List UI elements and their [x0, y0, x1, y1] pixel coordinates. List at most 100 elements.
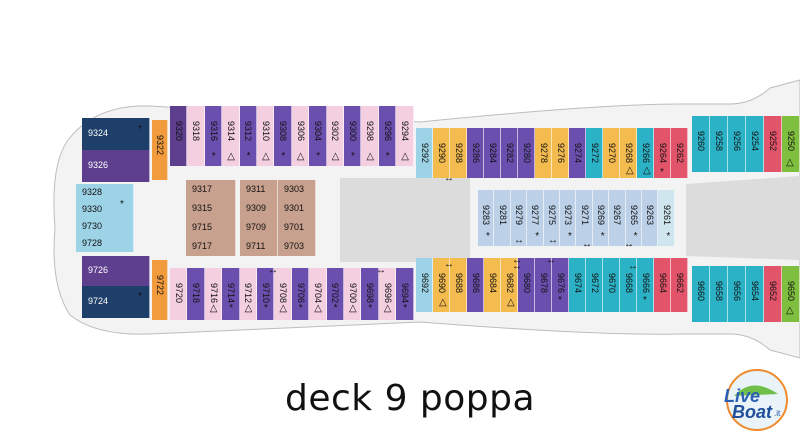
cabin-9670[interactable] — [603, 258, 620, 312]
cabin-9320[interactable] — [170, 106, 188, 166]
cabin-9306[interactable] — [291, 106, 310, 166]
cabin-9269[interactable] — [592, 190, 610, 246]
cabin-9272[interactable] — [586, 128, 603, 178]
cabin-9662[interactable] — [671, 258, 688, 312]
cabin-9298[interactable] — [361, 106, 379, 166]
cabin-9328[interactable] — [76, 184, 134, 201]
cabin-9294[interactable] — [396, 106, 414, 166]
cabin-9709[interactable] — [240, 218, 278, 237]
cabin-9704[interactable] — [309, 268, 327, 320]
cabin-9275[interactable] — [543, 190, 560, 246]
cabin-9696[interactable] — [378, 268, 397, 320]
cabin-9315[interactable] — [186, 199, 236, 218]
cabin-9714[interactable] — [222, 268, 240, 320]
cabin-9706[interactable] — [291, 268, 310, 320]
cabin-9318[interactable] — [187, 106, 205, 166]
cabin-9276[interactable] — [552, 128, 569, 178]
cabin-9658[interactable] — [710, 266, 728, 322]
cabin-9254[interactable] — [746, 116, 764, 172]
cabin-9698[interactable] — [361, 268, 379, 320]
cabin-9674[interactable] — [569, 258, 586, 312]
cabin-9730[interactable] — [76, 218, 134, 235]
cabin-9728[interactable] — [76, 235, 134, 252]
cabin-9690[interactable] — [433, 258, 450, 312]
cabin-9726[interactable] — [82, 256, 150, 286]
cabin-9660[interactable] — [692, 266, 710, 322]
cabin-9666[interactable] — [637, 258, 654, 312]
cabin-9311[interactable] — [240, 180, 278, 199]
cabin-9301[interactable] — [278, 199, 316, 218]
cabin-9258[interactable] — [710, 116, 728, 172]
cabin-9724[interactable] — [82, 286, 150, 318]
cabin-9282[interactable] — [501, 128, 518, 178]
cabin-9703[interactable] — [278, 237, 316, 256]
cabin-9309[interactable] — [240, 199, 278, 218]
cabin-9710[interactable] — [257, 268, 275, 320]
cabin-9260[interactable] — [692, 116, 710, 172]
cabin-9312[interactable] — [239, 106, 257, 166]
cabin-9684[interactable] — [484, 258, 501, 312]
cabin-9263[interactable] — [642, 190, 659, 246]
cabin-9270[interactable] — [603, 128, 620, 178]
cabin-9688[interactable] — [450, 258, 467, 312]
cabin-9274[interactable] — [569, 128, 586, 178]
cabin-9302[interactable] — [326, 106, 344, 166]
cabin-9324[interactable] — [82, 118, 150, 150]
cabin-9678[interactable] — [535, 258, 552, 312]
cabin-9676[interactable] — [552, 258, 569, 312]
cabin-9680[interactable] — [518, 258, 535, 312]
cabin-9283[interactable] — [478, 190, 495, 246]
cabin-9256[interactable] — [728, 116, 746, 172]
cabin-9268[interactable] — [620, 128, 637, 178]
cabin-9718[interactable] — [187, 268, 205, 320]
cabin-9672[interactable] — [586, 258, 603, 312]
cabin-9712[interactable] — [239, 268, 257, 320]
cabin-9317[interactable] — [186, 180, 236, 199]
cabin-9326[interactable] — [82, 150, 150, 182]
cabin-9715[interactable] — [186, 218, 236, 237]
cabin-9262[interactable] — [671, 128, 688, 178]
cabin-9304[interactable] — [309, 106, 327, 166]
cabin-9292[interactable] — [416, 128, 433, 178]
cabin-9286[interactable] — [467, 128, 484, 178]
cabin-9273[interactable] — [560, 190, 577, 246]
cabin-9686[interactable] — [467, 258, 484, 312]
cabin-9654[interactable] — [746, 266, 764, 322]
cabin-9279[interactable] — [510, 190, 528, 246]
cabin-9290[interactable] — [433, 128, 450, 178]
cabin-9261[interactable] — [658, 190, 675, 246]
cabin-9664[interactable] — [654, 258, 671, 312]
cabin-9252[interactable] — [764, 116, 782, 172]
cabin-9265[interactable] — [625, 190, 642, 246]
cabin-9692[interactable] — [416, 258, 433, 312]
cabin-9314[interactable] — [222, 106, 240, 166]
cabin-9316[interactable] — [204, 106, 223, 166]
cabin-9281[interactable] — [494, 190, 511, 246]
cabin-9722[interactable] — [152, 260, 168, 320]
cabin-9694[interactable] — [396, 268, 414, 320]
cabin-9652[interactable] — [764, 266, 782, 322]
cabin-9708[interactable] — [274, 268, 292, 320]
cabin-9296[interactable] — [378, 106, 397, 166]
cabin-9308[interactable] — [274, 106, 292, 166]
cabin-9303[interactable] — [278, 180, 316, 199]
cabin-9310[interactable] — [257, 106, 275, 166]
cabin-9284[interactable] — [484, 128, 501, 178]
cabin-9656[interactable] — [728, 266, 746, 322]
cabin-9716[interactable] — [204, 268, 223, 320]
cabin-9278[interactable] — [535, 128, 552, 178]
cabin-9280[interactable] — [518, 128, 535, 178]
cabin-9267[interactable] — [609, 190, 626, 246]
cabin-9702[interactable] — [326, 268, 344, 320]
cabin-9277[interactable] — [527, 190, 544, 246]
cabin-9300[interactable] — [344, 106, 362, 166]
cabin-9701[interactable] — [278, 218, 316, 237]
cabin-9330[interactable] — [76, 201, 134, 218]
cabin-9700[interactable] — [344, 268, 362, 320]
cabin-9668[interactable] — [620, 258, 637, 312]
cabin-9264[interactable] — [654, 128, 671, 178]
cabin-9322[interactable] — [152, 120, 168, 180]
cabin-9271[interactable] — [576, 190, 593, 246]
cabin-9720[interactable] — [170, 268, 188, 320]
cabin-9266[interactable] — [637, 128, 654, 178]
